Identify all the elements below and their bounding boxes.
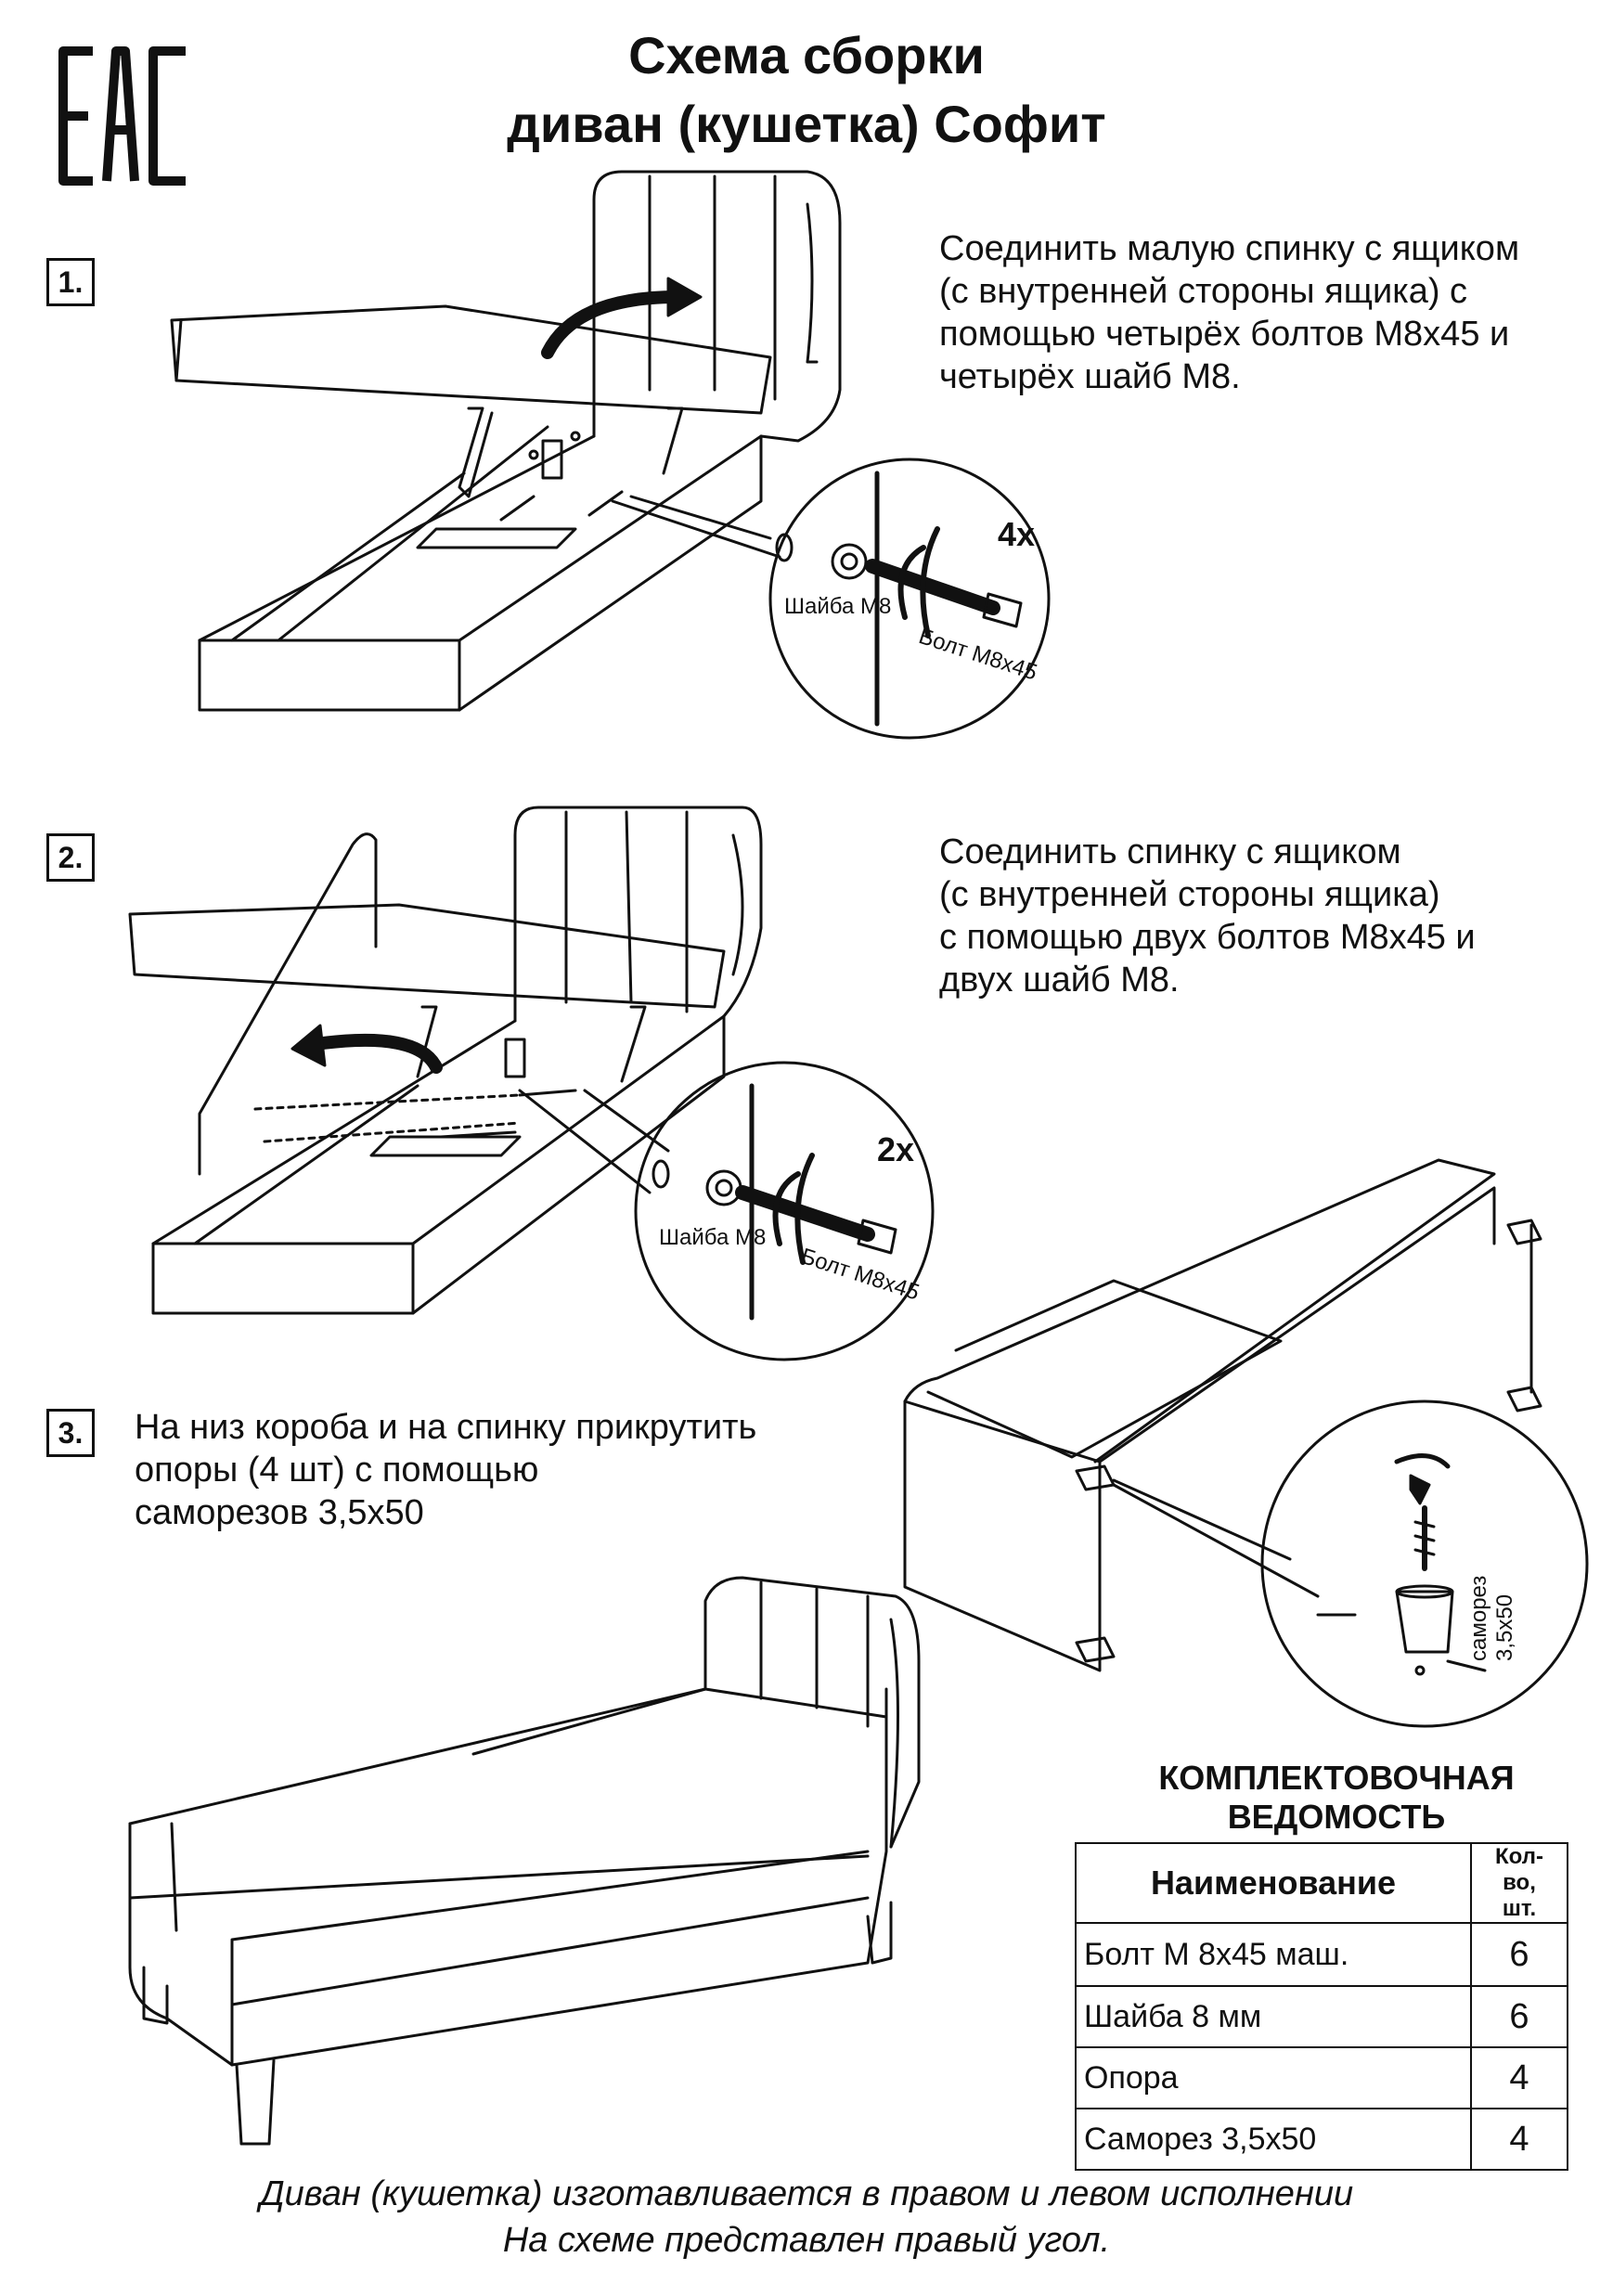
step2-drawing [128,806,935,1361]
eac-logo-mark [58,46,186,186]
assembled-couch-drawing [128,1576,921,2146]
parts-table: Наименование Кол-во, шт. Болт М 8х45 маш… [1075,1842,1568,2171]
parts-sheet-title-line1: КОМПЛЕКТОВОЧНАЯ [1158,1759,1515,1797]
table-row: Опора 4 [1075,2046,1568,2109]
step3-drawing [903,1158,1589,1728]
step2-instructions: Соединить спинку с ящиком (с внутренней … [939,832,1476,1000]
step1-drawing [170,170,1051,740]
table-row: Болт М 8х45 маш. 6 [1075,1922,1568,1987]
part-name: Болт М 8х45 маш. [1075,1922,1472,1987]
part-qty: 4 [1470,2046,1568,2109]
part-qty: 6 [1470,1922,1568,1987]
parts-table-header: Наименование Кол-во, шт. [1075,1842,1568,1924]
part-qty: 6 [1470,1985,1568,2048]
footer-line2: На схеме представлен правый угол. [502,2221,1111,2260]
page-title-line2: диван (кушетка) Софит [507,95,1106,153]
step1-instructions: Соединить малую спинку с ящиком (с внутр… [939,229,1520,396]
parts-sheet-title-line2: ВЕДОМОСТЬ [1227,1798,1446,1836]
part-name: Саморез 3,5х50 [1075,2108,1472,2171]
step2-number: 2. [46,833,95,882]
col-name-header: Наименование [1075,1842,1472,1924]
step1-number: 1. [46,258,95,306]
step3-instructions: На низ короба и на спинку прикрутить опо… [135,1408,757,1532]
footer-line1: Диван (кушетка) изготавливается в правом… [259,2174,1354,2213]
step2-washer-label: Шайба М8 [659,1225,767,1250]
part-qty: 4 [1470,2108,1568,2171]
step1-washer-label: Шайба М8 [784,594,892,619]
col-qty-header: Кол-во, шт. [1470,1842,1568,1924]
step3-number: 3. [46,1409,95,1457]
part-name: Опора [1075,2046,1472,2109]
table-row: Саморез 3,5х50 4 [1075,2108,1568,2171]
step1-multiplier: 4x [998,515,1036,553]
table-row: Шайба 8 мм 6 [1075,1985,1568,2048]
step2-multiplier: 2x [877,1130,915,1168]
page-title-line1: Схема сборки [628,26,985,84]
step3-screw-label: саморез 3,5х50 [1466,1575,1517,1661]
part-name: Шайба 8 мм [1075,1985,1472,2048]
